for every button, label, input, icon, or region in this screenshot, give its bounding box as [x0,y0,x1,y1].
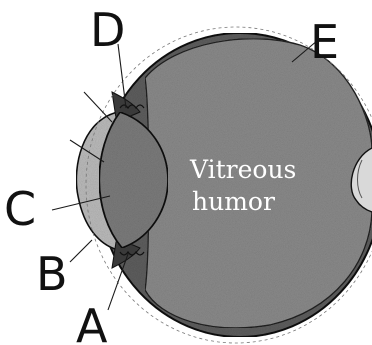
label-d: D [90,3,125,57]
leader-b [70,240,92,262]
label-c: C [4,182,36,236]
label-e: E [310,15,339,69]
leader-extra-upper [84,92,112,122]
label-b: B [36,247,68,301]
vitreous-label-line1: Vitreous [189,155,296,184]
vitreous-label-line2: humor [192,187,275,216]
label-a: A [76,299,108,345]
